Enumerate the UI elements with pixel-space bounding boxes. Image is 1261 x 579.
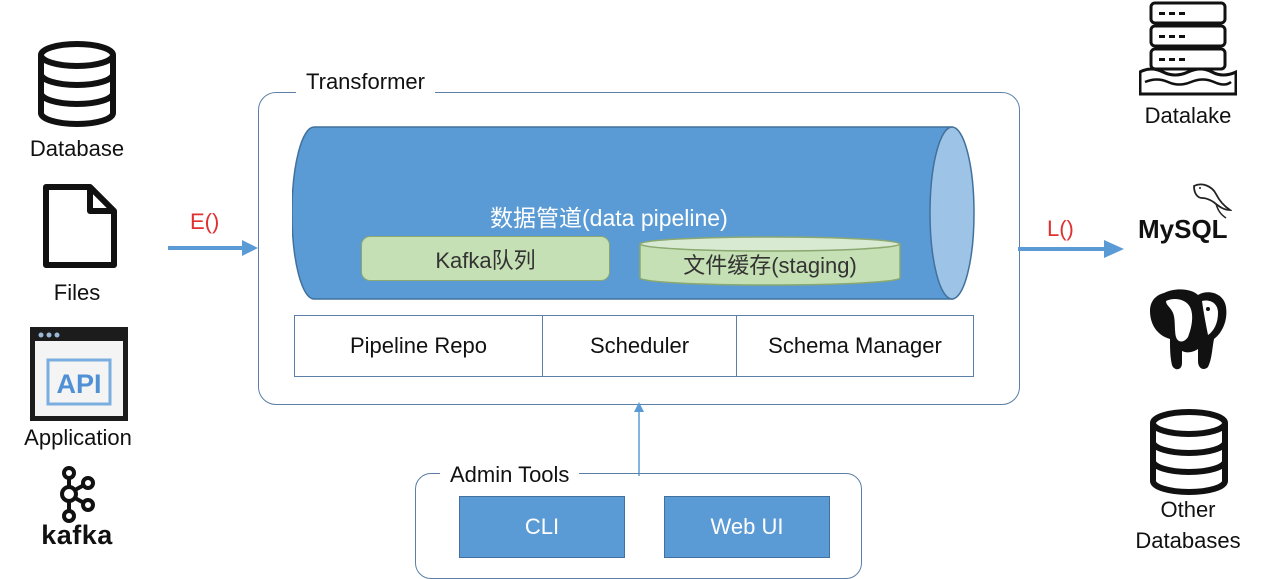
admin-tools-title: Admin Tools	[440, 462, 580, 488]
file-icon	[43, 184, 117, 268]
cli-box: CLI	[459, 496, 625, 558]
kafka-label: kafka	[41, 520, 113, 550]
file-cache-label: 文件缓存(staging)	[683, 253, 857, 278]
datalake-label: Datalake	[1144, 103, 1232, 128]
schema-manager-box: Schema Manager	[768, 333, 942, 358]
transformer-title: Transformer	[296, 69, 435, 95]
scheduler-box: Scheduler	[543, 316, 737, 376]
other-databases-label-line1: Other	[1160, 497, 1216, 522]
extract-label: E()	[190, 209, 220, 234]
load-arrow	[1018, 240, 1124, 258]
web-ui-box: Web UI	[664, 496, 830, 558]
extract-arrow	[168, 240, 258, 256]
application-label: Application	[24, 425, 132, 450]
mysql-dolphin-icon	[1193, 183, 1232, 219]
api-window-icon: API	[30, 327, 128, 421]
pipeline-repo-box: Pipeline Repo	[295, 316, 543, 376]
postgresql-elephant-icon	[1150, 289, 1227, 370]
kafka-queue-box: Kafka队列	[361, 236, 610, 281]
data-pipeline-title: 数据管道(data pipeline)	[490, 205, 728, 231]
database-label: Database	[29, 136, 125, 161]
admin-arrow	[634, 402, 644, 476]
file-cache-cylinder	[639, 236, 901, 286]
load-label: L()	[1047, 216, 1074, 241]
datalake-icon	[1139, 1, 1237, 96]
database-icon	[38, 41, 116, 127]
other-databases-label-line2: Databases	[1135, 528, 1241, 553]
kafka-queue-label: Kafka队列	[435, 247, 536, 273]
mysql-label: MySQL	[1138, 214, 1228, 244]
kafka-icon	[60, 466, 95, 523]
transformer-modules: Pipeline Repo Scheduler Schema Manager	[294, 315, 974, 377]
api-text: API	[56, 369, 101, 399]
other-database-icon	[1150, 409, 1228, 495]
files-label: Files	[53, 280, 101, 305]
